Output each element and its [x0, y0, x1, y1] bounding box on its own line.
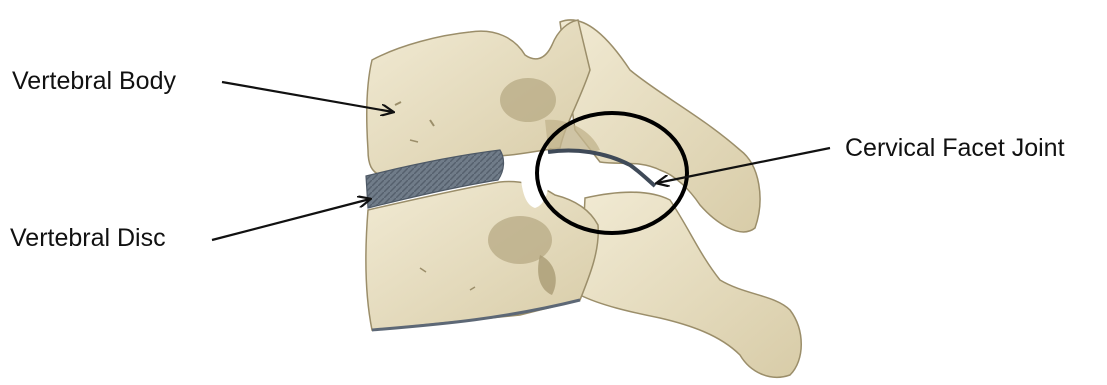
vertebral-disc-label: Vertebral Disc [10, 226, 166, 251]
lower-vertebral-body [366, 182, 598, 330]
lower-spinous-process [580, 192, 801, 377]
vertebral-body-label: Vertebral Body [12, 69, 176, 94]
cervical-facet-joint-label: Cervical Facet Joint [845, 136, 1065, 161]
vertebral-disc-pointer [212, 199, 370, 240]
upper-foramen-shadow [500, 78, 556, 122]
